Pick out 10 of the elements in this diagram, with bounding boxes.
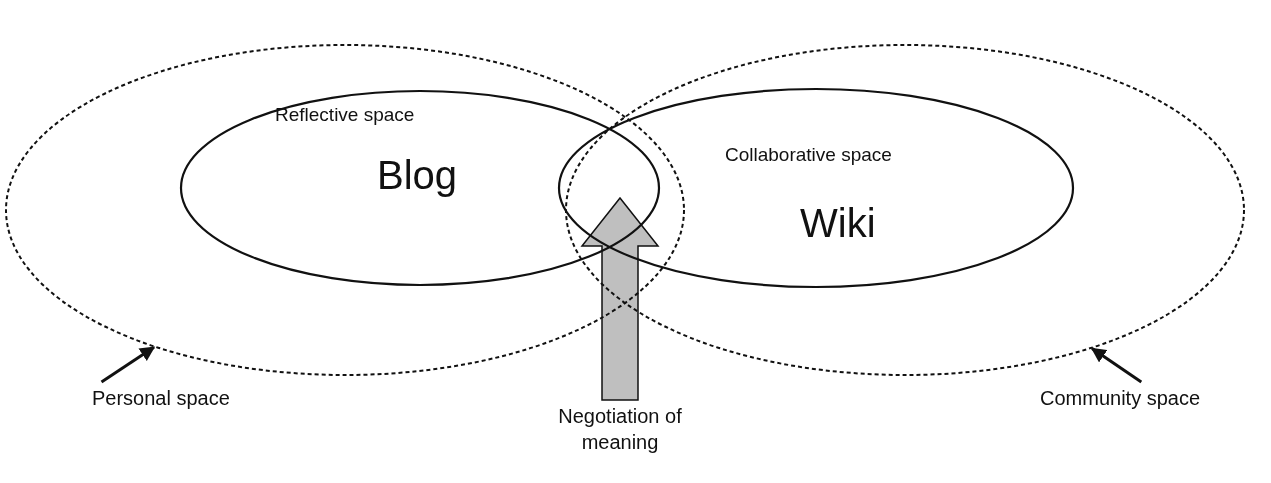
node-title: Wiki [800, 200, 876, 246]
block-arrow [580, 196, 660, 401]
node-title: Blog [377, 152, 458, 198]
area-label: Personal space [92, 385, 282, 413]
area-label: Community space [1040, 385, 1265, 413]
area-label: Reflective space [275, 104, 415, 126]
arrow [1090, 347, 1143, 384]
area-label: Negotiation of meaning [555, 403, 685, 483]
arrow [100, 346, 156, 384]
area-label: Collaborative space [725, 144, 892, 166]
